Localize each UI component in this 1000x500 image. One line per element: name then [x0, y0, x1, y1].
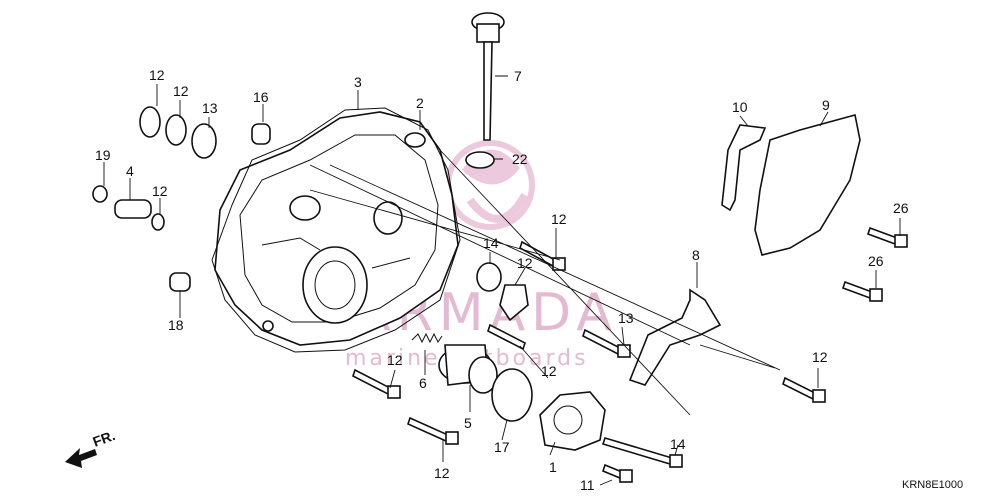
callout-10: 10: [732, 99, 748, 115]
callout-13: 13: [618, 310, 634, 326]
callout-16: 12: [173, 83, 189, 99]
bolt-12-d: [407, 416, 459, 445]
o-ring-25: [92, 185, 108, 203]
callout-9: 9: [822, 97, 830, 113]
callout-3: 3: [354, 74, 362, 90]
filter-cover-1: [539, 391, 606, 451]
callout-24: 18: [168, 317, 184, 333]
callout-22: 22: [512, 151, 528, 167]
bolt-11: [602, 463, 633, 483]
diagram-code: KRN8E1000: [902, 479, 963, 491]
gasket-10: [721, 124, 767, 212]
crankcase-cover: [214, 111, 459, 346]
leader-lines: [103, 75, 901, 486]
callout-20: 17: [494, 439, 510, 455]
front-direction-arrow: FR.: [65, 427, 117, 468]
o-ring-21: [476, 262, 502, 292]
snap-ring-17: [139, 106, 161, 138]
bolt-13: [582, 328, 631, 358]
joint-pipe-4: [114, 199, 152, 219]
callout-5: 5: [464, 415, 472, 431]
bolt-12-c: [352, 368, 401, 399]
bolt-26-b: [841, 280, 883, 302]
callout-25: 19: [95, 147, 111, 163]
callout-14: 14: [670, 436, 686, 452]
callout-18: 12: [152, 183, 168, 199]
o-ring-20: [491, 368, 533, 422]
direction-label: FR.: [91, 427, 118, 450]
callout-12-b: 12: [387, 352, 403, 368]
callout-17: 12: [149, 67, 165, 83]
o-ring-18: [151, 213, 165, 231]
bolt-14: [601, 437, 683, 468]
callout-21: 14: [483, 235, 499, 251]
reference-lines: [309, 149, 781, 416]
callout-12-e: 12: [434, 465, 450, 481]
dowel-pin-24: [169, 272, 191, 292]
sprocket-cover-9: [754, 114, 861, 256]
screen-filter-15: [499, 284, 529, 322]
oil-filter-5: [438, 344, 498, 394]
dowel-pin-23: [251, 123, 271, 145]
callout-19: 13: [202, 100, 218, 116]
callout-12-d: 12: [812, 349, 828, 365]
callout-12-c: 12: [541, 363, 557, 379]
washer-16: [165, 114, 187, 146]
callout-2: 2: [416, 95, 424, 111]
callout-7: 7: [514, 68, 522, 84]
callout-23: 16: [253, 89, 269, 105]
callout-1: 1: [549, 459, 557, 475]
oil-filler-cap-7: [471, 12, 505, 141]
callout-15: 12: [517, 255, 533, 271]
callout-12-a: 12: [551, 211, 567, 227]
bolt-26-a: [866, 226, 908, 248]
callout-26-b: 26: [868, 253, 884, 269]
callout-11: 11: [580, 477, 595, 493]
bolt-12-e: [782, 376, 826, 403]
callout-26-a: 26: [893, 200, 909, 216]
gasket-outline: [211, 107, 461, 353]
callout-8: 8: [692, 247, 700, 263]
seal-19: [191, 123, 217, 159]
callout-6: 6: [419, 375, 427, 391]
spring-6: [411, 332, 443, 344]
callout-4: 4: [126, 163, 134, 179]
o-ring-22: [465, 151, 495, 169]
